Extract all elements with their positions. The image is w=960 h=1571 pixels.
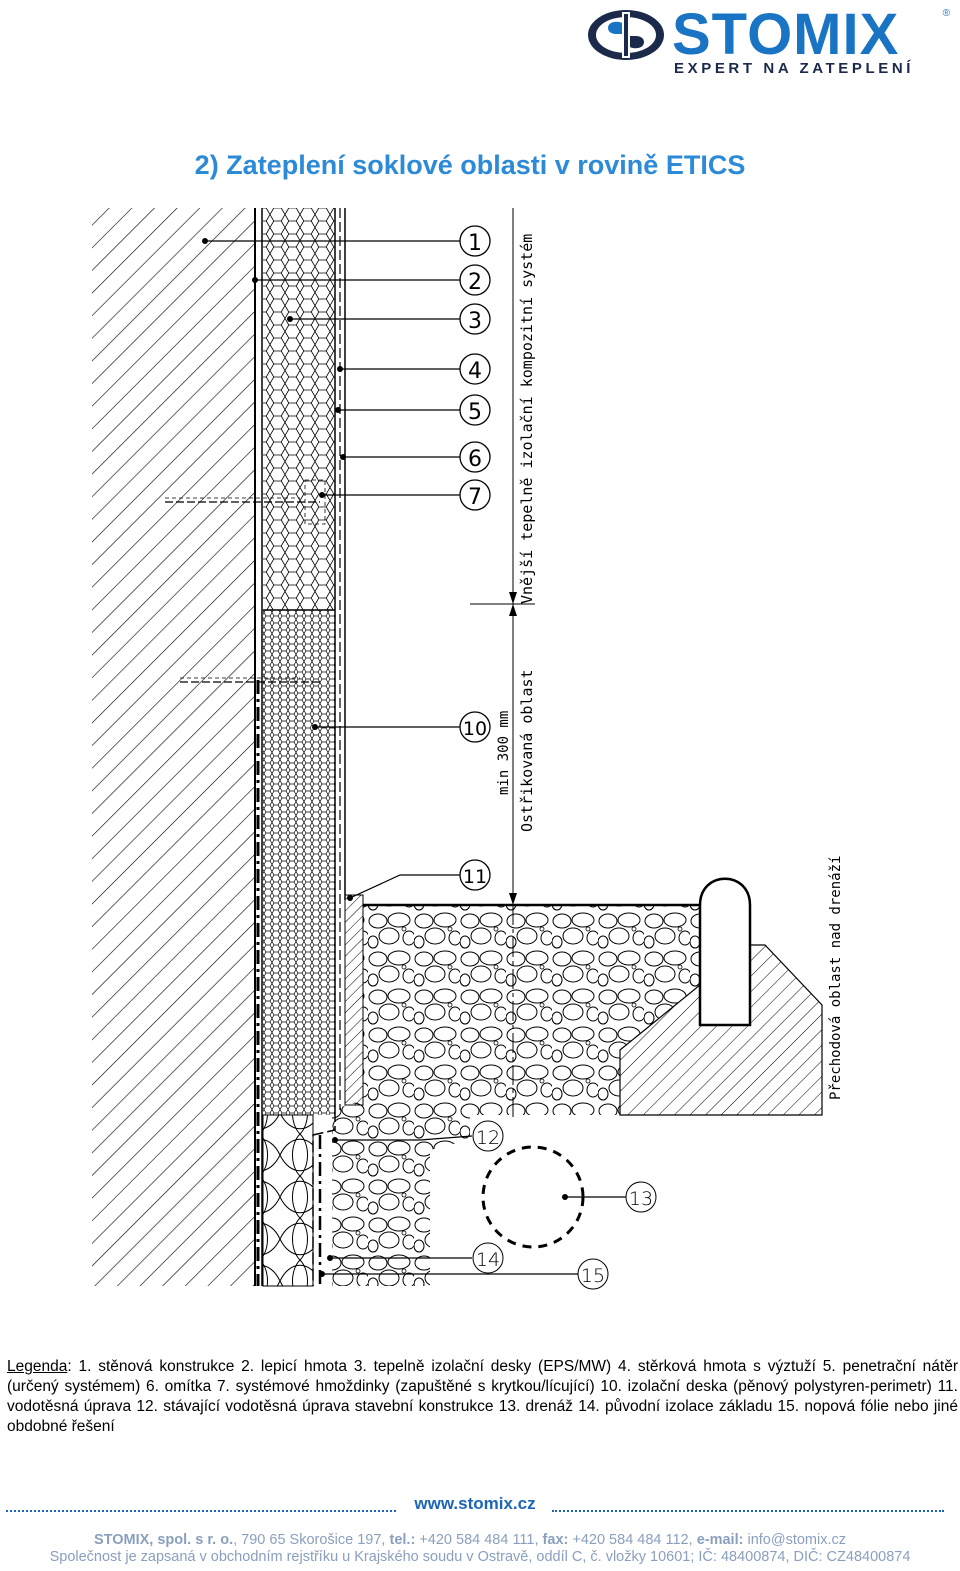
- footer-divider: www.stomix.cz: [6, 1492, 944, 1514]
- brand-tagline: EXPERT NA ZATEPLENÍ: [674, 60, 915, 77]
- svg-text:4: 4: [468, 359, 482, 384]
- dotted-rule-right: [552, 1492, 944, 1512]
- callout-5: 5: [459, 394, 491, 426]
- email-label: e-mail:: [696, 1532, 744, 1548]
- callout-7: 7: [459, 479, 491, 511]
- callout-2: 2: [459, 264, 491, 296]
- svg-text:10: 10: [463, 718, 487, 740]
- label-splash-zone: Ostřikovaná oblast: [518, 669, 536, 832]
- website-link[interactable]: www.stomix.cz: [414, 1494, 536, 1513]
- svg-text:1: 1: [468, 231, 482, 256]
- callout-3: 3: [459, 303, 491, 335]
- tel-label: tel.:: [389, 1532, 416, 1548]
- legend: Legenda: 1. stěnová konstrukce 2. lepicí…: [7, 1357, 958, 1437]
- fax-label: fax:: [542, 1532, 569, 1548]
- label-min-300: min 300 mm: [496, 711, 512, 795]
- legend-label: Legenda: [7, 1358, 68, 1375]
- svg-text:3: 3: [468, 309, 482, 334]
- callout-6: 6: [459, 441, 491, 473]
- label-etics: Vnější tepelně izolační kompozitní systé…: [518, 234, 536, 604]
- svg-text:5: 5: [468, 400, 482, 425]
- footer-registry: Společnost je zapsaná v obchodním rejstř…: [49, 1549, 911, 1565]
- callout-1: 1: [459, 225, 491, 257]
- email-address[interactable]: info@stomix.cz: [743, 1532, 846, 1548]
- callout-11: 11: [459, 859, 491, 891]
- svg-text:12: 12: [476, 1127, 500, 1149]
- callout-15: 15: [577, 1258, 609, 1290]
- callout-13: 13: [625, 1181, 657, 1213]
- page-title: 2) Zateplení soklové oblasti v rovině ET…: [194, 150, 746, 180]
- registered-mark: ®: [942, 8, 950, 19]
- svg-text:14: 14: [476, 1249, 500, 1271]
- company-address: , 790 65 Skorošice 197,: [233, 1532, 390, 1548]
- dotted-rule-left: [6, 1492, 396, 1512]
- legend-text: : 1. stěnová konstrukce 2. lepicí hmota …: [7, 1358, 958, 1435]
- fax-number: +420 584 484 112,: [568, 1532, 697, 1548]
- stomix-logo-mark-icon: [588, 10, 664, 60]
- label-transition-zone: Přechodová oblast nad drenáží: [828, 856, 844, 1100]
- svg-text:11: 11: [463, 866, 487, 888]
- svg-text:6: 6: [468, 447, 482, 472]
- footer-contact: STOMIX, spol. s r. o., 790 65 Skorošice …: [0, 1532, 940, 1548]
- svg-text:7: 7: [468, 485, 482, 510]
- stomix-logo: STOMIX ® EXPERT NA ZATEPLENÍ: [586, 2, 952, 78]
- callout-4: 4: [459, 353, 491, 385]
- callout-12: 12: [472, 1120, 504, 1152]
- svg-text:13: 13: [629, 1188, 653, 1210]
- brand-name: STOMIX: [672, 2, 900, 67]
- callout-10: 10: [459, 711, 491, 743]
- company-name: STOMIX, spol. s r. o.: [93, 1532, 234, 1548]
- plinth-detail-drawing: 1 2 3 4 5 6 7 10 11 12 13 14 15 Vnější t…: [92, 208, 844, 1290]
- tel-number: +420 584 484 111,: [415, 1532, 543, 1548]
- svg-text:2: 2: [468, 270, 482, 295]
- svg-text:15: 15: [581, 1265, 605, 1287]
- callout-14: 14: [472, 1242, 504, 1274]
